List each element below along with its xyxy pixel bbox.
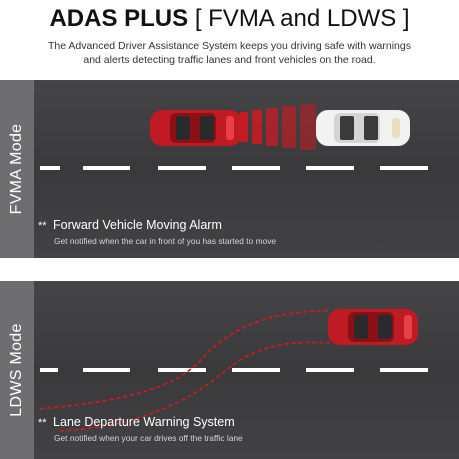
lane-dashes — [40, 368, 428, 372]
fvma-mode-label: FVMA Mode — [8, 123, 25, 215]
ldws-panel: LDWS Mode ** Lane Departure Warning Syst… — [0, 281, 459, 459]
subtitle-line-1: The Advanced Driver Assistance System ke… — [47, 40, 411, 52]
red-car — [150, 110, 242, 146]
fvma-asterisk: ** — [38, 220, 47, 232]
ldws-road-illustration — [0, 281, 459, 459]
ldws-mode-label: LDWS Mode — [8, 323, 25, 417]
warning-zone — [240, 104, 316, 150]
ldws-caption: ** Lane Departure Warning System Get not… — [38, 415, 243, 443]
fvma-caption-title-row: ** Forward Vehicle Moving Alarm — [38, 218, 276, 232]
ldws-side-label: LDWS Mode — [0, 281, 34, 459]
header: ADAS PLUS [ FVMA and LDWS ] The Advanced… — [0, 0, 459, 80]
page-title: ADAS PLUS [ FVMA and LDWS ] — [0, 5, 459, 33]
fvma-caption-title: Forward Vehicle Moving Alarm — [53, 218, 222, 232]
ldws-caption-title: Lane Departure Warning System — [53, 415, 235, 429]
panel-divider — [0, 258, 459, 281]
red-car — [328, 309, 418, 345]
fvma-panel: FVMA Mode ** Forward Vehicle Moving Alar… — [0, 80, 459, 258]
ldws-caption-desc: Get notified when your car drives off th… — [54, 433, 243, 443]
ldws-path-upper — [39, 310, 331, 410]
title-bold: ADAS PLUS — [49, 5, 189, 32]
lane-dashes — [40, 166, 428, 170]
title-bracket: [ FVMA and LDWS ] — [194, 5, 410, 32]
fvma-caption-desc: Get notified when the car in front of yo… — [54, 236, 277, 246]
white-car — [316, 110, 410, 146]
subtitle-line-2: and alerts detecting traffic lanes and f… — [83, 54, 376, 66]
ldws-path-lower — [59, 341, 331, 432]
fvma-caption: ** Forward Vehicle Moving Alarm Get noti… — [38, 218, 276, 246]
ldws-asterisk: ** — [38, 417, 47, 429]
ldws-caption-title-row: ** Lane Departure Warning System — [38, 415, 243, 429]
fvma-side-label: FVMA Mode — [0, 80, 34, 258]
fvma-road-illustration — [0, 80, 459, 258]
page-subtitle: The Advanced Driver Assistance System ke… — [30, 39, 429, 67]
